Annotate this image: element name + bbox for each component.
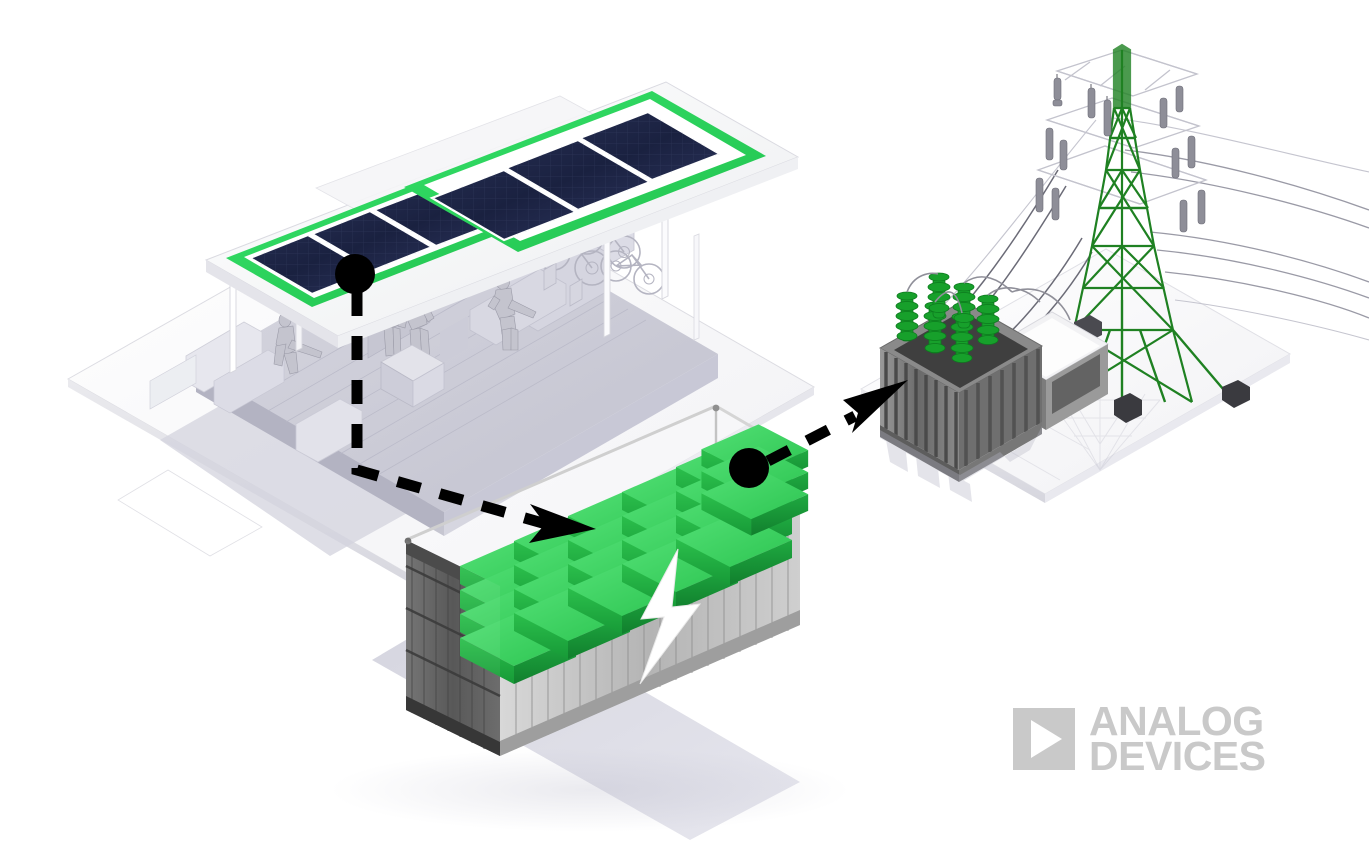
container-glass-overlay xyxy=(406,540,500,756)
bushing-5 xyxy=(952,282,976,329)
solar-array-2 xyxy=(404,91,766,252)
flow-arrow-solar-to-battery xyxy=(335,254,596,543)
flow-arrowhead-battery xyxy=(529,504,596,543)
tower-insulators xyxy=(1035,74,1206,233)
substation-shadows xyxy=(880,426,1042,502)
flow-dashed-path-solar-battery xyxy=(351,292,548,530)
transformer-bushings xyxy=(895,272,1071,363)
flow-origin-dot-battery xyxy=(729,448,769,488)
transmission-tower xyxy=(1012,43,1250,423)
tower-green-lattice xyxy=(1055,43,1194,403)
power-lines xyxy=(1124,149,1369,319)
flow-origin-dot-solar xyxy=(335,254,375,294)
container-ground-glow xyxy=(330,748,850,832)
node-grid-substation[interactable] xyxy=(859,43,1369,503)
carport-crate xyxy=(380,344,445,408)
logo-line-1: ANALOG xyxy=(1089,698,1264,744)
node-solar-carport[interactable] xyxy=(66,81,816,604)
solar-subpanel-group-2 xyxy=(429,110,723,242)
bushing-3 xyxy=(927,272,951,319)
play-triangle-icon xyxy=(1013,708,1075,771)
person-seated-right xyxy=(487,274,537,351)
logo-wordmark: ANALOG DEVICES xyxy=(1089,698,1266,780)
bushing-1 xyxy=(895,291,919,342)
lightning-bolt-icon xyxy=(639,548,702,685)
flow-arrow-battery-to-grid xyxy=(729,380,908,488)
logo-triangle-shape xyxy=(1031,720,1062,759)
substation-transformer xyxy=(878,272,1071,482)
bushing-6 xyxy=(976,294,1000,345)
flow-dashed-path-battery-grid xyxy=(765,411,858,466)
transformer-jumper-wires xyxy=(906,272,1071,321)
flow-arrowhead-substation xyxy=(843,380,908,433)
analog-devices-logo: ANALOG DEVICES xyxy=(1013,698,1266,780)
logo-line-2: DEVICES xyxy=(1089,733,1266,780)
